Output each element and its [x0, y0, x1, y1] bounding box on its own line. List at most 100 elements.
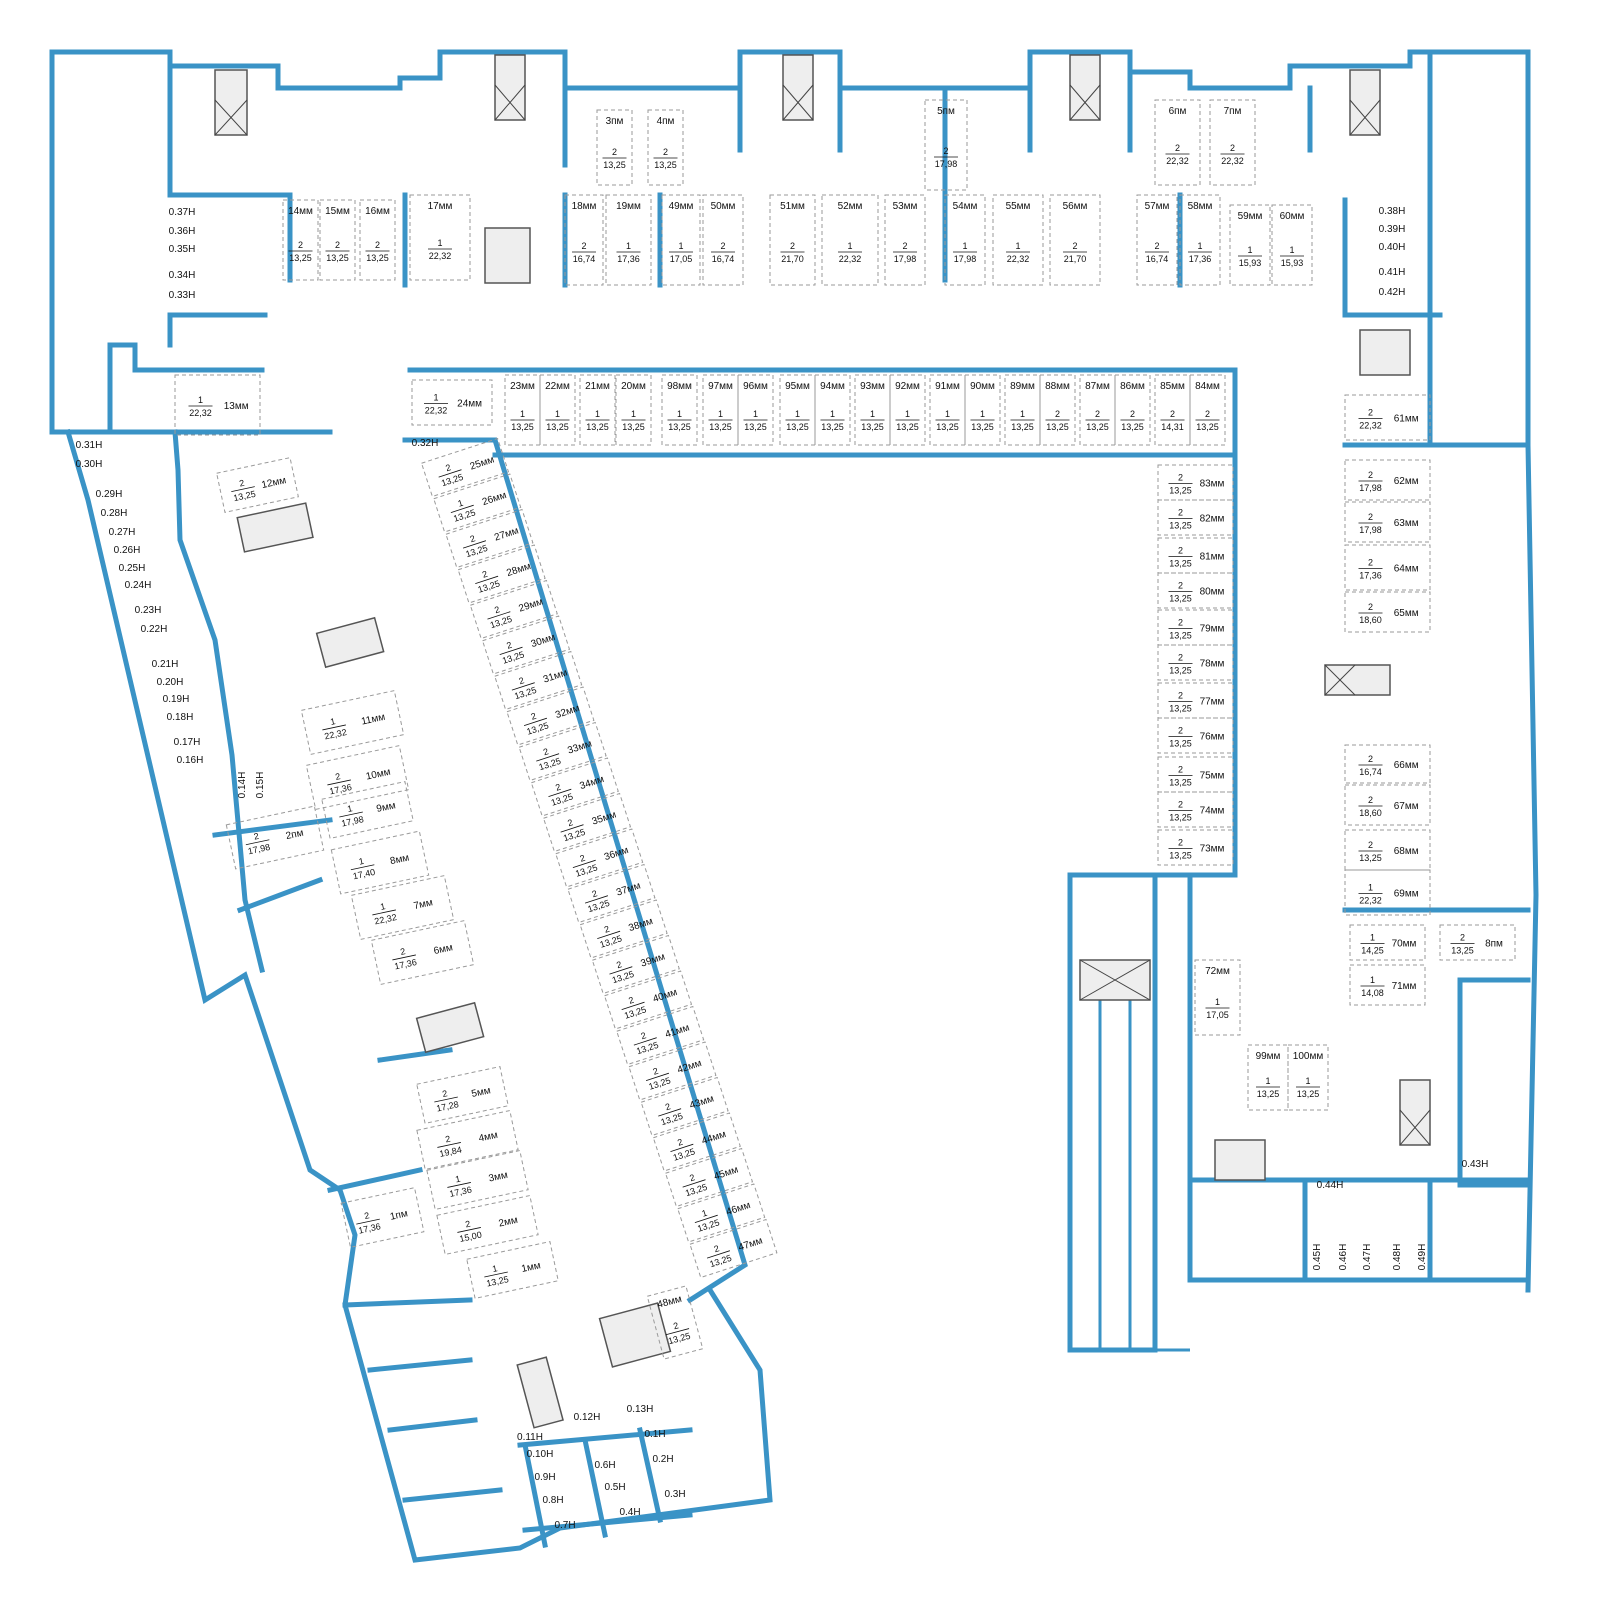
utility-room-label[interactable]: 0.7Н — [554, 1520, 575, 1531]
utility-room-label[interactable]: 0.39Н — [1379, 224, 1406, 235]
utility-room-label[interactable]: 0.36Н — [169, 226, 196, 237]
utility-room-label[interactable]: 0.35Н — [169, 244, 196, 255]
utility-room-label[interactable]: 0.43Н — [1462, 1159, 1489, 1170]
utility-room-label[interactable]: 0.16Н — [177, 755, 204, 766]
utility-room-label[interactable]: 0.31Н — [76, 440, 103, 451]
utility-room-label[interactable]: 0.17Н — [174, 737, 201, 748]
utility-room-label[interactable]: 0.13Н — [627, 1404, 654, 1415]
utility-room-label[interactable]: 0.29Н — [96, 489, 123, 500]
utility-room-label[interactable]: 0.5Н — [604, 1482, 625, 1493]
utility-room-label[interactable]: 0.14Н — [237, 772, 248, 799]
utility-room-label[interactable]: 0.24Н — [125, 580, 152, 591]
utility-room-label[interactable]: 0.4Н — [619, 1507, 640, 1518]
utility-room-label[interactable]: 0.47Н — [1362, 1244, 1373, 1271]
utility-room-label[interactable]: 0.27Н — [109, 527, 136, 538]
utility-room-label[interactable]: 0.44Н — [1317, 1180, 1344, 1191]
utility-room-label[interactable]: 0.25Н — [119, 563, 146, 574]
utility-room-label[interactable]: 0.21Н — [152, 659, 179, 670]
utility-room-label[interactable]: 0.45Н — [1312, 1244, 1323, 1271]
utility-room-label[interactable]: 0.46Н — [1338, 1244, 1349, 1271]
utility-room-label[interactable]: 0.49Н — [1417, 1244, 1428, 1271]
utility-room-label[interactable]: 0.18Н — [167, 712, 194, 723]
utility-room-label[interactable]: 0.10Н — [527, 1449, 554, 1460]
utility-room-label[interactable]: 0.30Н — [76, 459, 103, 470]
utility-room-label[interactable]: 0.32Н — [412, 438, 439, 449]
utility-room-label[interactable]: 0.48Н — [1392, 1244, 1403, 1271]
utility-room-label[interactable]: 0.41Н — [1379, 267, 1406, 278]
utility-room-label[interactable]: 0.8Н — [542, 1495, 563, 1506]
utility-room-label[interactable]: 0.37Н — [169, 207, 196, 218]
utility-room-label[interactable]: 0.38Н — [1379, 206, 1406, 217]
utility-room-label[interactable]: 0.1Н — [644, 1429, 665, 1440]
utility-room-label[interactable]: 0.9Н — [534, 1472, 555, 1483]
utility-room-label[interactable]: 0.34Н — [169, 270, 196, 281]
